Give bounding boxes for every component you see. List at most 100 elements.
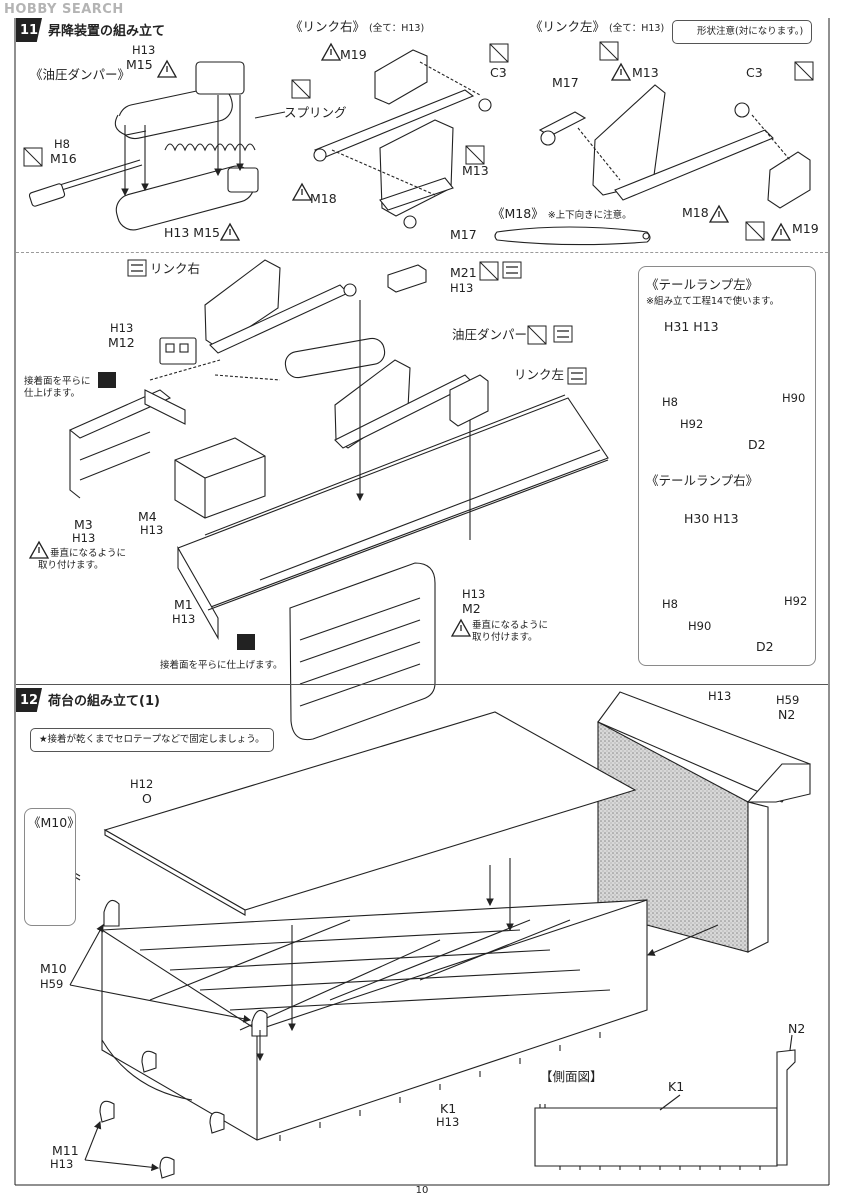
tail-left-h31-text: H31: [664, 319, 690, 334]
assembly-m12: M12: [108, 335, 135, 350]
part-m19-left: M19: [792, 221, 819, 236]
m10-group-title: 《M10》: [28, 815, 80, 830]
part-m17-left: M17: [552, 75, 579, 90]
assembly-link-left: リンク左: [514, 367, 565, 382]
assembly-h13-m12: H13: [110, 321, 134, 335]
link-right-title: 《リンク右》: [290, 19, 366, 34]
link-left-group-title: 《リンク左》 (全て：H13): [530, 20, 664, 36]
tail-left-h92: H92: [680, 417, 704, 431]
damper-group-title: 《油圧ダンパー》: [30, 67, 131, 82]
side-view-n2: N2: [788, 1021, 806, 1036]
step12-o: O: [142, 791, 152, 806]
assembly-h13-m3: H13: [72, 531, 96, 545]
tail-right-h13-text: H13: [713, 511, 739, 526]
part-m17-right: M17: [450, 227, 477, 242]
m18-drawing: [494, 226, 651, 246]
assembly-damper: 油圧ダンパー: [452, 327, 528, 342]
part-m18-right: M18: [310, 191, 337, 206]
vertical-note-m2-line-1: 垂直になるように: [472, 620, 549, 631]
m18-note: ※上下向きに注意。: [547, 210, 632, 221]
tail-right-h30: H30 H13: [684, 512, 739, 526]
step12-h12: H12: [130, 777, 154, 791]
front-panel-drawing: [597, 691, 811, 953]
step12-m10: M10: [40, 961, 67, 976]
assembly-link-right: リンク右: [150, 261, 201, 276]
step12-m11: M11: [52, 1143, 79, 1158]
warning-marks: [38, 31, 782, 631]
tail-left-title: 《テールランプ左》: [646, 277, 759, 292]
part-m13-left: M13: [632, 65, 659, 80]
step12-h59-n2: H59: [776, 693, 800, 707]
link-left-title: 《リンク左》: [530, 19, 606, 34]
vertical-note-m2-line-2: 取り付けます。: [472, 632, 538, 643]
damper-drawing: [28, 61, 286, 231]
tail-left-h8: H8: [662, 395, 678, 409]
side-view-drawing: [534, 1034, 796, 1170]
part-c3-left: C3: [746, 65, 763, 80]
step12-k1: K1: [440, 1101, 457, 1116]
assembly-m21: M21: [450, 265, 477, 280]
part-spring: スプリング: [284, 105, 347, 120]
tail-right-h8: H8: [662, 597, 678, 611]
tail-right-d2: D2: [756, 639, 774, 654]
tail-right-h30-text: H30: [684, 511, 710, 526]
step-divider: [16, 684, 828, 685]
shape-caution-text: 形状注意(対になります。): [697, 26, 804, 37]
assembly-h13-m2: H13: [462, 587, 486, 601]
tail-left-h90: H90: [782, 391, 806, 405]
step12-h59-m10: H59: [40, 977, 64, 991]
assembly-m2: M2: [462, 601, 481, 616]
step12-h13-m11: H13: [50, 1157, 74, 1171]
assembly-m3: M3: [74, 517, 93, 532]
watermark: HOBBY SEARCH: [4, 2, 124, 17]
no-glue-icon-lines: [23, 41, 814, 345]
link-left-note: (全て：H13): [609, 23, 665, 34]
part-m15-top: M15: [126, 57, 153, 72]
tail-right-title: 《テールランプ右》: [646, 473, 759, 488]
reversible-icon-lines: [131, 264, 583, 380]
step12-n2: N2: [778, 707, 796, 722]
link-right-note: (全て：H13): [369, 23, 425, 34]
link-left-drawing: [538, 84, 811, 209]
m18-title: 《M18》: [492, 206, 544, 221]
side-view-k1: K1: [668, 1079, 685, 1094]
step-12-title: 荷台の組み立て(1): [48, 694, 160, 709]
part-m19-right: M19: [340, 47, 367, 62]
tail-lamp-panel: [638, 266, 816, 666]
step-12-note: ★接着が乾くまでセロテープなどで固定しましょう。: [30, 728, 274, 752]
vertical-note-line-1: 垂直になるように: [50, 548, 127, 559]
assembly-m4: M4: [138, 509, 157, 524]
assembly-h13-m4: H13: [140, 523, 164, 537]
flat-note-line-1: 接着面を平らに: [24, 376, 91, 387]
floor-sheet-drawing: [103, 711, 637, 916]
part-m16: M16: [50, 151, 77, 166]
part-h13-m15-top: H13: [132, 43, 156, 57]
step12-h13-k1: H13: [436, 1115, 460, 1129]
part-h8: H8: [54, 137, 70, 151]
link-right-drawing: [313, 49, 492, 229]
m10-inset-panel: [24, 808, 76, 926]
link-right-group-title: 《リンク右》 (全て：H13): [290, 20, 424, 36]
tail-left-d2: D2: [748, 437, 766, 452]
part-m18-left: M18: [682, 205, 709, 220]
vertical-note-line-2: 取り付けます。: [38, 560, 104, 571]
part-h13-m15-bottom: H13 M15: [164, 225, 220, 240]
assembly-h13-m1: H13: [172, 612, 196, 626]
bed-frame-drawing: [69, 858, 719, 1179]
side-view-title: 【側面図】: [540, 1069, 603, 1084]
tail-left-h13-text: H13: [693, 319, 719, 334]
part-m13-right: M13: [462, 163, 489, 178]
tail-left-note: ※組み立て工程14で使います。: [646, 296, 780, 307]
tail-right-h92: H92: [784, 594, 808, 608]
assembly-h13-m21: H13: [450, 281, 474, 295]
tail-right-h90: H90: [688, 619, 712, 633]
main-frame-drawing: [68, 259, 609, 741]
section-divider: [16, 252, 828, 253]
page-number: 10: [415, 1185, 429, 1196]
assembly-m1: M1: [174, 597, 193, 612]
flat-note-bottom: 接着面を平らに仕上げます。: [160, 660, 283, 671]
part-c3-right: C3: [490, 65, 507, 80]
reversible-icons: [127, 259, 587, 385]
step-11-number: 11: [16, 18, 42, 42]
flat-note-line-2: 仕上げます。: [24, 388, 81, 399]
